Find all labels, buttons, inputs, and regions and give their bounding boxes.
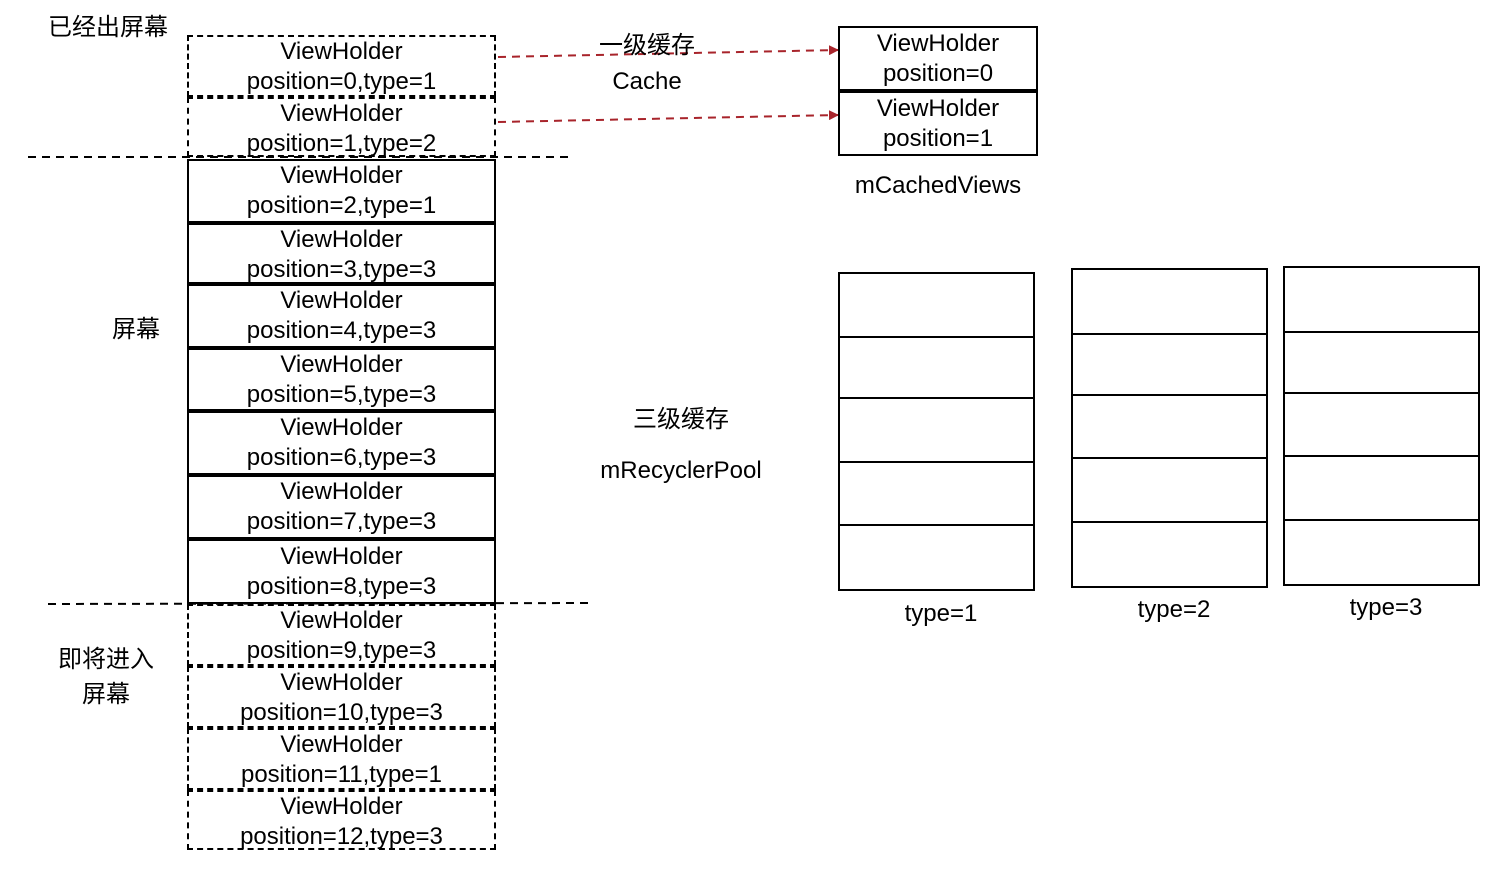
viewholder-title: ViewHolder — [280, 793, 403, 820]
viewholder-title: ViewHolder — [280, 100, 403, 127]
viewholder-position: position=0 — [882, 59, 994, 87]
pool-slot — [1071, 268, 1268, 335]
viewholder-title: ViewHolder — [280, 287, 403, 314]
viewholder-title: ViewHolder — [280, 38, 403, 65]
viewholder-title: ViewHolder — [280, 162, 403, 189]
viewholder-position: position=11,type=1 — [240, 761, 443, 788]
cache-arrow-1 — [497, 110, 839, 123]
label-cache-level-1: 一级缓存 — [599, 32, 695, 59]
pool-slot — [838, 272, 1035, 338]
viewholder-position: position=3,type=3 — [246, 256, 437, 283]
viewholder-title: ViewHolder — [876, 94, 1000, 122]
pool-slot — [838, 461, 1035, 526]
label-cache-level-3: 三级缓存 — [633, 406, 729, 433]
pool-slot — [1283, 519, 1480, 586]
viewholder-position: position=1 — [882, 124, 994, 152]
pool-type-label: type=1 — [904, 600, 978, 627]
list-item-viewholder: ViewHolder position=2,type=1 — [187, 159, 496, 223]
cache-arrow-0 — [497, 45, 839, 58]
pool-slot — [1071, 521, 1268, 588]
label-incoming-line2: 屏幕 — [82, 680, 130, 708]
label-cache-en: Cache — [612, 68, 682, 95]
viewholder-position: position=5,type=3 — [246, 381, 437, 408]
pool-slot — [1283, 392, 1480, 457]
viewholder-title: ViewHolder — [280, 226, 403, 253]
list-item-viewholder: ViewHolder position=0,type=1 — [187, 35, 496, 97]
list-item-viewholder: ViewHolder position=3,type=3 — [187, 223, 496, 284]
list-item-viewholder: ViewHolder position=7,type=3 — [187, 475, 496, 539]
label-cached-views: mCachedViews — [854, 172, 1022, 199]
viewholder-position: position=4,type=3 — [246, 317, 437, 344]
pool-slot — [1283, 266, 1480, 333]
viewholder-position: position=6,type=3 — [246, 444, 437, 471]
viewholder-position: position=2,type=1 — [246, 192, 437, 219]
viewholder-position: position=8,type=3 — [246, 572, 437, 600]
label-incoming-line1: 即将进入 — [58, 646, 154, 673]
list-item-viewholder: ViewHolder position=5,type=3 — [187, 348, 496, 411]
pool-slot — [1071, 394, 1268, 459]
label-incoming: 即将进入 屏幕 — [52, 646, 160, 710]
list-item-viewholder: ViewHolder position=4,type=3 — [187, 284, 496, 348]
label-screen: 屏幕 — [112, 316, 160, 343]
viewholder-title: ViewHolder — [280, 731, 403, 758]
viewholder-title: ViewHolder — [280, 607, 403, 634]
viewholder-title: ViewHolder — [876, 29, 1000, 57]
pool-type-label: type=2 — [1137, 596, 1211, 623]
pool-slot — [838, 397, 1035, 463]
label-recycler-pool: mRecyclerPool — [600, 457, 762, 484]
pool-slot — [838, 524, 1035, 591]
viewholder-position: position=0,type=1 — [246, 68, 437, 95]
viewholder-title: ViewHolder — [280, 669, 403, 696]
list-item-viewholder: ViewHolder position=9,type=3 — [187, 604, 496, 666]
pool-slot — [1071, 333, 1268, 396]
list-item-viewholder: ViewHolder position=12,type=3 — [187, 790, 496, 850]
pool-slot — [1283, 331, 1480, 394]
list-item-viewholder: ViewHolder position=6,type=3 — [187, 411, 496, 475]
pool-slot — [1283, 455, 1480, 521]
viewholder-title: ViewHolder — [280, 542, 403, 570]
viewholder-position: position=1,type=2 — [246, 130, 437, 157]
list-item-viewholder: ViewHolder position=11,type=1 — [187, 728, 496, 790]
pool-type-label: type=3 — [1349, 594, 1423, 621]
viewholder-position: position=12,type=3 — [240, 823, 443, 850]
viewholder-position: position=7,type=3 — [246, 508, 437, 535]
label-out-of-screen: 已经出屏幕 — [48, 14, 168, 41]
list-item-viewholder: ViewHolder position=1,type=2 — [187, 97, 496, 157]
viewholder-position: position=10,type=3 — [240, 699, 443, 726]
viewholder-title: ViewHolder — [280, 351, 403, 378]
list-item-viewholder: ViewHolder position=10,type=3 — [187, 666, 496, 728]
viewholder-title: ViewHolder — [280, 414, 403, 441]
pool-slot — [838, 336, 1035, 399]
pool-slot — [1071, 457, 1268, 523]
viewholder-position: position=9,type=3 — [246, 637, 437, 664]
viewholder-title: ViewHolder — [280, 478, 403, 505]
